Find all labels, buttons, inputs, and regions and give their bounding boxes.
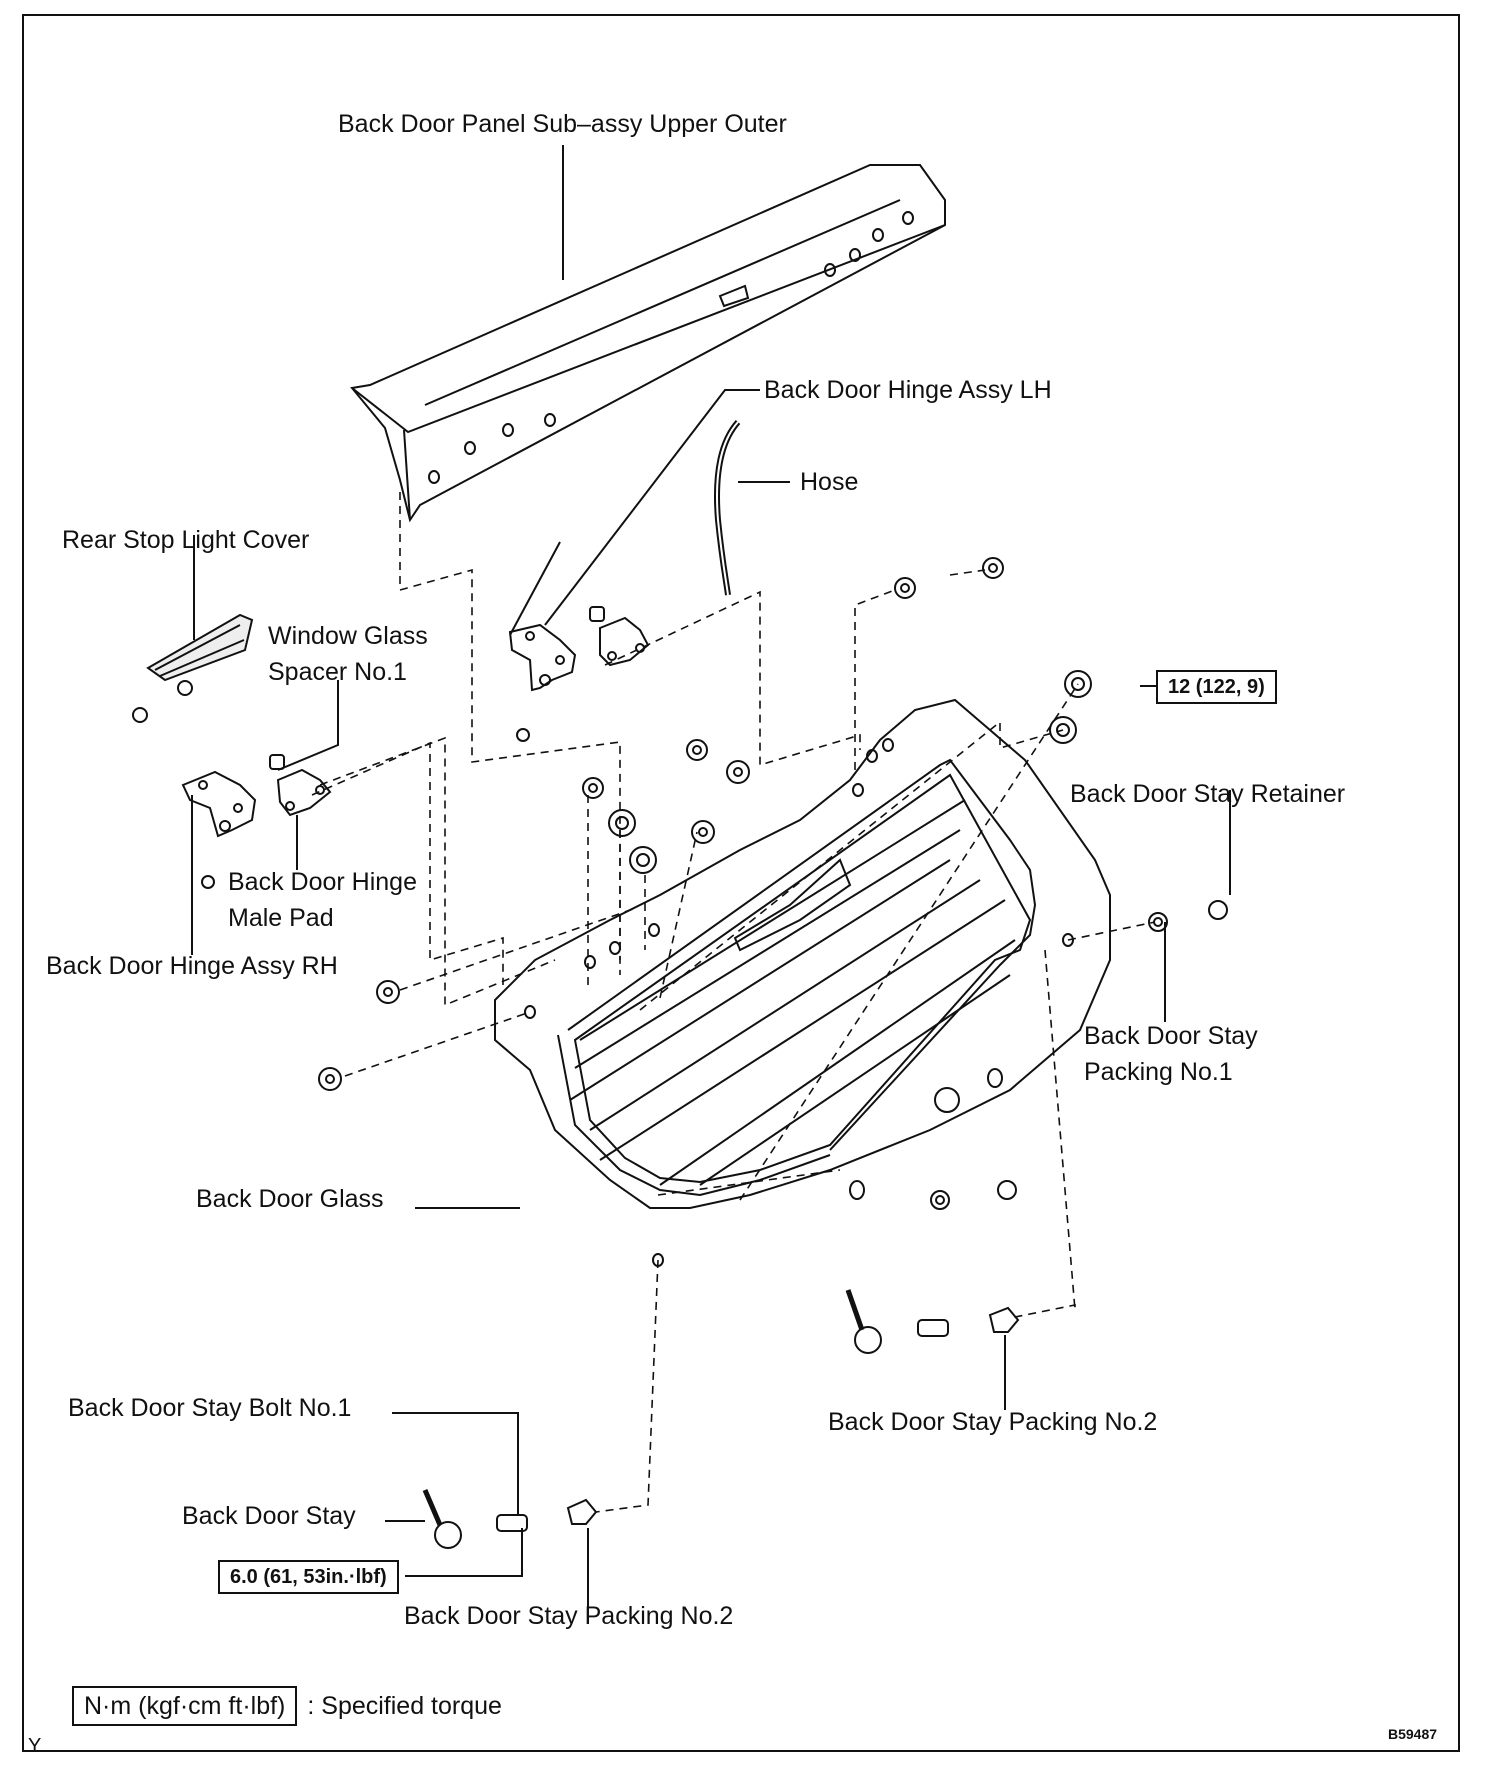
label-stay-bolt: Back Door Stay Bolt No.1 [68,1394,352,1422]
torque-legend: N·m (kgf·cm ft·lbf) : Specified torque [72,1686,502,1726]
back-door-stay-right [845,1289,1020,1354]
hinge-lh [508,389,760,742]
label-hinge-male-pad-line2: Male Pad [228,904,334,932]
label-upper-outer: Back Door Panel Sub–assy Upper Outer [338,110,787,138]
back-door-stay-bottom [422,1489,598,1549]
upper-outer-panel [350,164,946,523]
figure-id: B59487 [1388,1726,1438,1742]
dashed-assembly-lines [311,492,1156,1513]
label-hinge-male-pad-line1: Back Door Hinge [228,868,417,896]
label-hinge-rh: Back Door Hinge Assy RH [46,952,338,980]
corner-letter: Y [28,1735,42,1757]
label-back-door-glass: Back Door Glass [196,1185,384,1213]
fasteners [318,557,1228,1210]
label-window-glass-spacer-line1: Window Glass [268,622,428,650]
torque-bolt: 6.0 (61, 53in.·lbf) [218,1560,399,1594]
label-window-glass-spacer-line2: Spacer No.1 [268,658,407,686]
back-door-glass [494,698,1111,1267]
label-stay-retainer: Back Door Stay Retainer [1070,780,1346,808]
leader-lines [193,535,1231,1615]
label-stay-packing1-line1: Back Door Stay [1084,1022,1258,1050]
label-hinge-lh: Back Door Hinge Assy LH [764,376,1052,404]
label-hose: Hose [800,468,859,496]
legend-unit-box: N·m (kgf·cm ft·lbf) [72,1686,298,1726]
hinge-rh [181,680,339,955]
hose [713,420,790,596]
label-rear-stop-light-cover: Rear Stop Light Cover [62,526,310,554]
torque-nut: 12 (122, 9) [1156,670,1277,704]
label-stay-packing1-line2: Packing No.1 [1084,1058,1233,1086]
diagram-frame [22,14,1460,1752]
legend-text: : Specified torque [307,1691,502,1720]
rear-stop-light-cover [132,613,254,723]
label-stay-packing2-bottom: Back Door Stay Packing No.2 [404,1602,734,1630]
label-stay-packing2-right: Back Door Stay Packing No.2 [828,1408,1158,1436]
label-back-door-stay: Back Door Stay [182,1502,356,1530]
